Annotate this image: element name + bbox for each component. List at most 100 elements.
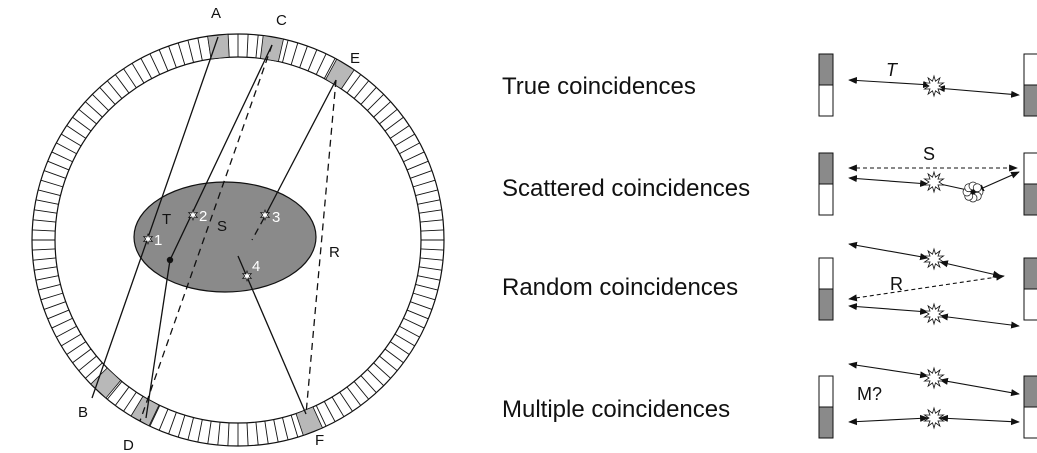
- detector-segment: [38, 189, 61, 196]
- detector-segment: [140, 58, 153, 79]
- scatter-atom-core: [970, 189, 976, 195]
- scatter-photon-left: [848, 175, 929, 187]
- scatter-photon-c: [169, 44, 273, 261]
- detector-segment: [85, 101, 103, 118]
- detector-segment: [78, 108, 97, 125]
- detector-segment: [123, 391, 137, 412]
- active-detector: [207, 33, 230, 60]
- detector-segment: [106, 80, 123, 99]
- detector-segment: [353, 381, 370, 400]
- detector-segment: [158, 408, 169, 431]
- detector-segment: [168, 412, 177, 435]
- detector-segment: [72, 348, 92, 364]
- detector-segment: [399, 325, 420, 338]
- detector-segment: [149, 53, 161, 75]
- detector-segment: [56, 325, 77, 338]
- detector-segment: [168, 45, 177, 68]
- detector-segment: [379, 355, 398, 372]
- detector-segment: [415, 189, 438, 196]
- detector-cell: [1023, 257, 1037, 290]
- detector-segment: [246, 422, 249, 446]
- detector-segment: [38, 284, 61, 291]
- event-number-1: 1: [154, 232, 162, 249]
- detector-segment: [373, 101, 391, 118]
- detector-segment: [197, 419, 203, 443]
- detector-segment: [246, 34, 249, 58]
- detector-segment: [290, 42, 299, 66]
- detector-segment: [420, 248, 444, 251]
- detector-cell: [1023, 84, 1037, 117]
- true-mark: T: [886, 60, 899, 80]
- multi-photon-1b: [939, 377, 1020, 397]
- detector-segment: [418, 266, 442, 271]
- detector-label-a: A: [211, 5, 221, 22]
- detector-segment: [131, 63, 145, 84]
- detector-segment: [187, 417, 194, 440]
- detector-segment: [32, 229, 56, 232]
- detector-segment: [61, 133, 82, 147]
- row-label-2: Random coincidences: [502, 274, 738, 301]
- event-star: [241, 269, 253, 283]
- event-star: [187, 208, 199, 222]
- detector-segment: [35, 275, 59, 281]
- detector-segment: [85, 362, 103, 379]
- detector-label-f: F: [315, 432, 324, 449]
- annihilation-star: [923, 170, 945, 194]
- detector-segment: [379, 108, 398, 125]
- detector-segment: [282, 40, 289, 63]
- scatter-photon-right: [975, 171, 1020, 192]
- detector-segment: [367, 94, 384, 111]
- detector-ring: [32, 34, 444, 446]
- detector-segment: [273, 419, 279, 443]
- detector-segment: [367, 369, 384, 386]
- detector-segment: [315, 53, 327, 75]
- detector-segment: [403, 151, 425, 163]
- detector-segment: [412, 292, 436, 301]
- true-photon-left: [848, 76, 932, 89]
- detector-segment: [307, 49, 318, 72]
- detector-segment: [197, 37, 203, 61]
- detector-segment: [389, 125, 410, 139]
- detector-cell: [818, 84, 834, 117]
- detector-segment: [34, 266, 58, 271]
- annihilation-star: [923, 302, 945, 326]
- random-photon-2a: [848, 303, 929, 315]
- detector-segment: [331, 396, 345, 417]
- active-detector: [295, 406, 324, 436]
- detector-cell: [818, 288, 834, 321]
- detector-segment: [417, 199, 441, 205]
- detector-cell: [1023, 375, 1037, 408]
- detector-segment: [66, 341, 87, 355]
- detector-segment: [384, 348, 404, 364]
- detector-segment: [40, 292, 64, 301]
- detector-segment: [403, 317, 425, 329]
- detector-segment: [406, 309, 429, 320]
- scatter-mark: S: [923, 144, 935, 164]
- annihilation-events: [142, 208, 271, 283]
- detector-segment: [420, 229, 444, 232]
- detector-segment: [410, 170, 433, 179]
- random-photon-1b: [939, 260, 1002, 278]
- random-photon-e-ext: [251, 217, 265, 241]
- annihilation-star: [923, 366, 945, 390]
- detector-segment: [360, 87, 377, 105]
- random-photon-2b: [939, 313, 1020, 329]
- detector-label-d: D: [123, 437, 134, 453]
- detector-segment: [255, 34, 259, 58]
- detector-segment: [360, 375, 377, 393]
- detector-segment: [420, 257, 444, 261]
- scatter-photon-d: [145, 259, 171, 419]
- detector-segment: [417, 275, 441, 281]
- event-star: [259, 208, 271, 222]
- detector-segment: [227, 422, 230, 446]
- random-photon-f: [237, 255, 307, 415]
- detector-cell: [818, 53, 834, 86]
- detector-segment: [323, 401, 336, 422]
- random-apparent-lor: [848, 273, 1005, 302]
- detector-segment: [123, 68, 137, 89]
- detector-segment: [106, 381, 123, 400]
- detector-segment: [346, 74, 362, 94]
